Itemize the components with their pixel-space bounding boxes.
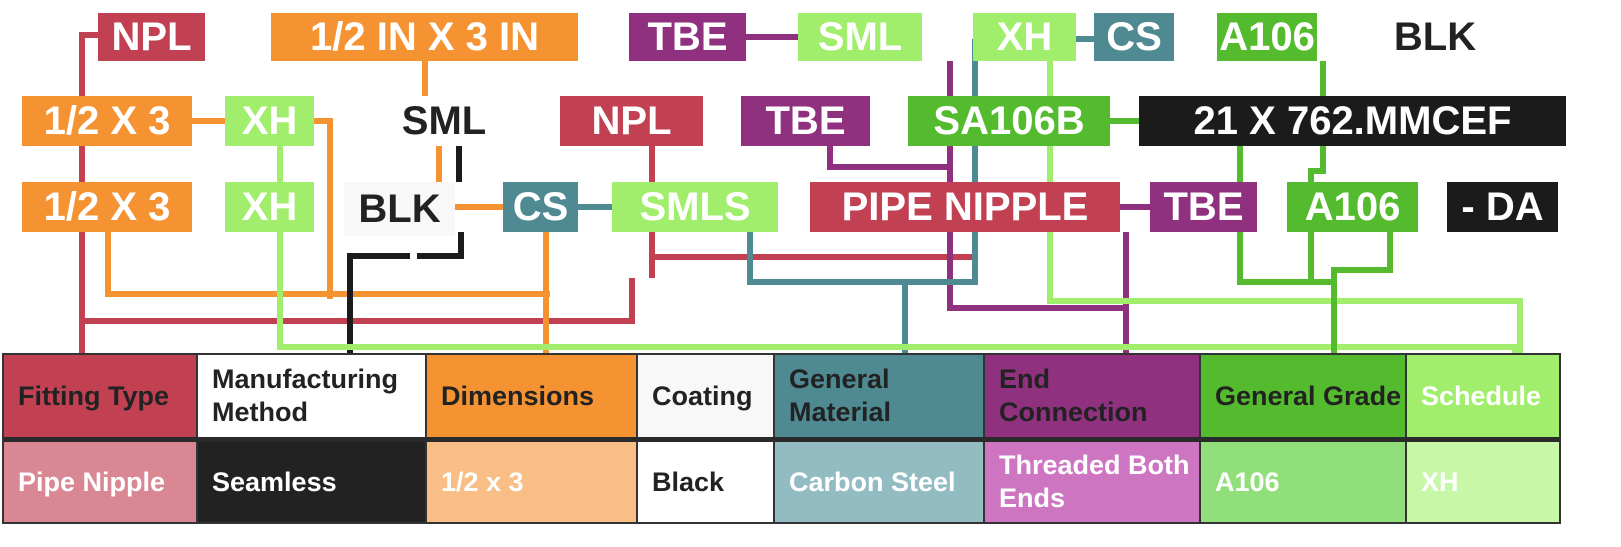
tag-dimensions-full: 1/2 IN X 3 IN — [271, 13, 578, 61]
attribute-table: Fitting Type Manufacturing Method Dimens… — [2, 353, 1561, 524]
tag-label: A106 — [1219, 14, 1315, 59]
tag-cs: CS — [1094, 13, 1174, 61]
value-general-material: Carbon Steel — [775, 442, 985, 522]
tag-dimensions: 1/2 X 3 — [22, 96, 192, 146]
tag-label: NPL — [111, 14, 192, 59]
tag-label: SML — [817, 14, 903, 59]
tag-label: BLK — [1393, 14, 1477, 59]
header-general-grade: General Grade — [1201, 355, 1407, 437]
tag-smls: SMLS — [612, 182, 778, 232]
connector-pipe-nipple — [652, 232, 978, 260]
value-fitting-type: Pipe Nipple — [4, 442, 198, 522]
header-manufacturing-method: Manufacturing Method — [198, 355, 427, 437]
tag-npl: NPL — [98, 13, 205, 61]
connector-a106-row3 — [1331, 232, 1393, 353]
header-end-connection: End Connection — [985, 355, 1201, 437]
tag-label: NPL — [591, 98, 672, 143]
tag-label: BLK — [358, 186, 441, 231]
connector-xh-cs — [747, 36, 978, 285]
tag-unmatched-dimension: 21 X 762.MMCEF — [1139, 96, 1566, 146]
value-manufacturing-method: Seamless — [198, 442, 427, 522]
header-fitting-type: Fitting Type — [4, 355, 198, 437]
tag-label: 21 X 762.MMCEF — [1193, 98, 1512, 143]
table-header-row: Fitting Type Manufacturing Method Dimens… — [4, 355, 1559, 442]
dimensions-connectors — [105, 61, 550, 353]
connector-npl-row1-branch — [82, 278, 635, 324]
connector-tbe-row2 — [827, 146, 953, 170]
tag-label: TBE — [1163, 184, 1244, 229]
tag-blk-unboxed: BLK — [1385, 13, 1485, 61]
tag-sa106b: SA106B — [908, 96, 1110, 146]
tag-label: SMLS — [639, 184, 751, 229]
tag-unmatched-suffix: - DA — [1447, 182, 1558, 232]
tag-dimensions: 1/2 X 3 — [22, 182, 192, 232]
header-schedule: Schedule — [1407, 355, 1559, 437]
tag-xh: XH — [225, 182, 314, 232]
header-coating: Coating — [638, 355, 775, 437]
connector-dim-row2 — [314, 118, 333, 299]
manufacturing-connectors — [347, 146, 464, 353]
tag-label: SML — [401, 98, 487, 143]
tag-label: XH — [241, 184, 298, 229]
tag-label: - DA — [1461, 184, 1544, 229]
tag-blk: BLK — [344, 182, 455, 236]
connector-xh-row3 — [277, 232, 1518, 353]
tag-label: PIPE NIPPLE — [841, 184, 1089, 229]
tag-label: TBE — [647, 14, 728, 59]
tag-label: CS — [1106, 14, 1162, 59]
tag-xh: XH — [225, 96, 314, 146]
value-dimensions: 1/2 x 3 — [427, 442, 638, 522]
header-dimensions: Dimensions — [427, 355, 638, 437]
connector-npl-row1 — [79, 32, 98, 353]
tag-tbe: TBE — [629, 13, 746, 61]
tag-label: SA106B — [933, 98, 1085, 143]
connector-blk-main — [347, 253, 410, 353]
tag-label: CS — [512, 184, 569, 229]
tag-tbe: TBE — [741, 96, 870, 146]
tag-label: 1/2 X 3 — [43, 184, 171, 229]
tag-xh: XH — [973, 13, 1076, 61]
tag-pipe-nipple: PIPE NIPPLE — [810, 182, 1120, 232]
tag-label: XH — [241, 98, 298, 143]
schedule-connectors — [277, 61, 1523, 353]
tag-label: A106 — [1304, 184, 1401, 229]
tag-a106: A106 — [1287, 182, 1418, 232]
tag-cs: CS — [503, 182, 578, 232]
tag-label: TBE — [765, 98, 846, 143]
value-general-grade: A106 — [1201, 442, 1407, 522]
tag-tbe: TBE — [1150, 182, 1257, 232]
connector-dim-row3 — [105, 232, 550, 297]
connector-xh-top — [1047, 61, 1523, 353]
value-schedule: XH — [1407, 442, 1559, 522]
tag-sml: SML — [798, 13, 922, 61]
value-coating: Black — [638, 442, 775, 522]
tag-label: 1/2 X 3 — [43, 98, 171, 143]
value-end-connection: Threaded Both Ends — [985, 442, 1201, 522]
header-general-material: General Material — [775, 355, 985, 437]
connector-blk-down — [417, 232, 464, 259]
tag-a106: A106 — [1217, 13, 1317, 61]
tag-label: 1/2 IN X 3 IN — [310, 14, 539, 59]
tag-label: XH — [996, 14, 1053, 59]
connector-a106-top — [1308, 61, 1326, 282]
tag-sml-unboxed: SML — [395, 96, 493, 146]
table-row: Pipe Nipple Seamless 1/2 x 3 Black Carbo… — [4, 442, 1559, 522]
tag-npl: NPL — [560, 96, 703, 146]
